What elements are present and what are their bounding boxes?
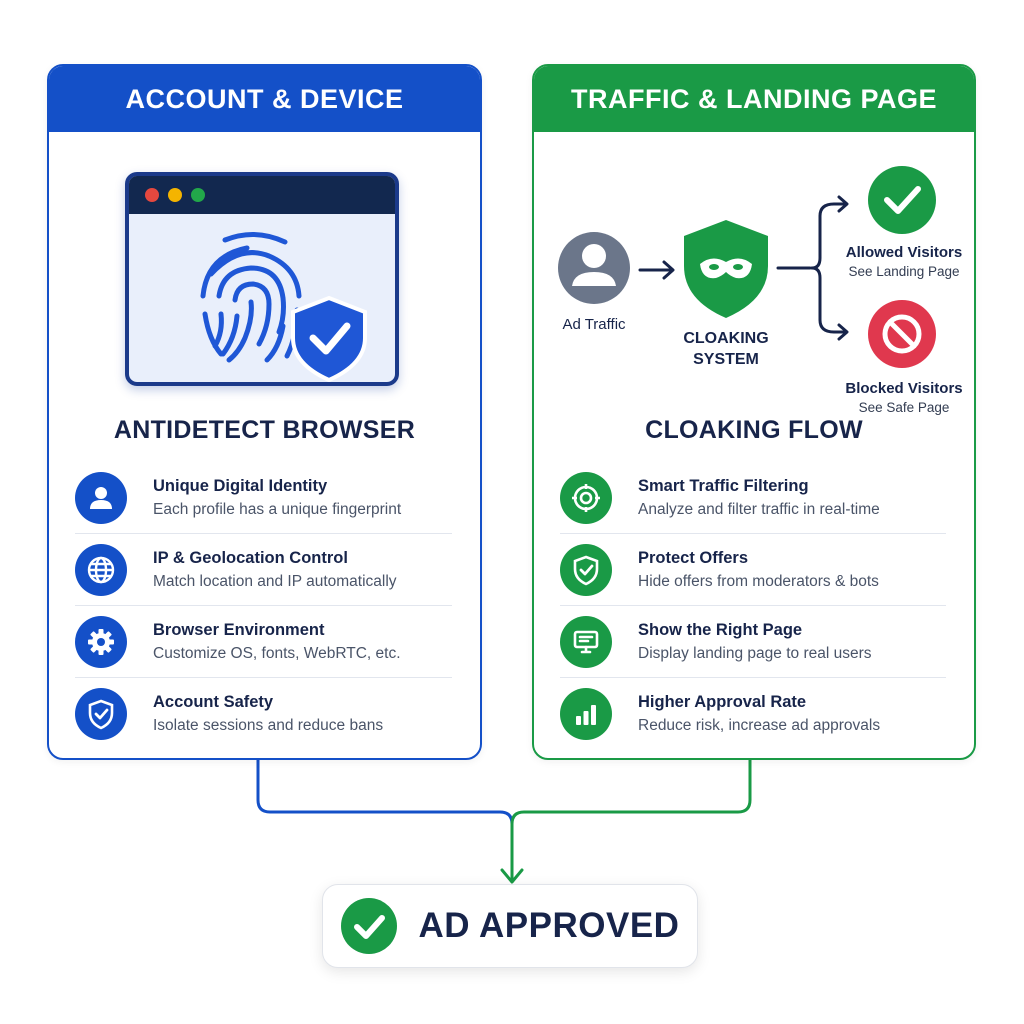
cloaking-system-line2: SYSTEM	[693, 351, 759, 368]
blocked-title: Blocked Visitors	[845, 380, 963, 397]
blocked-visitors-label: Blocked Visitors See Safe Page	[830, 380, 974, 415]
panel-header: TRAFFIC & LANDING PAGE	[534, 66, 974, 132]
section-title: CLOAKING FLOW	[645, 416, 863, 444]
panel-header: ACCOUNT & DEVICE	[49, 66, 480, 132]
minimize-dot-icon	[168, 188, 182, 202]
maximize-dot-icon	[191, 188, 205, 202]
fingerprint-icon	[200, 232, 367, 382]
feature-desc: Each profile has a unique fingerprint	[153, 500, 402, 518]
feature-desc: Analyze and filter traffic in real-time	[638, 500, 880, 518]
blocked-icon	[868, 300, 936, 368]
feature-title: Higher Approval Rate	[638, 693, 807, 711]
check-circle-icon	[340, 898, 397, 954]
feature-unique-identity: Unique Digital Identity Each profile has…	[75, 462, 452, 534]
shield-check-icon	[75, 688, 127, 740]
account-device-panel: ACCOUNT & DEVICE	[47, 64, 482, 760]
browser-illustration	[125, 172, 399, 386]
cloaking-flow-diagram	[558, 166, 936, 368]
browser-body	[129, 214, 395, 382]
user-icon	[75, 471, 127, 524]
shield-check-icon	[560, 543, 612, 596]
bar-chart-icon	[560, 688, 612, 740]
monitor-icon	[560, 615, 612, 668]
feature-desc: Isolate sessions and reduce bans	[153, 717, 384, 734]
cloaking-system-line1: CLOAKING	[683, 330, 769, 347]
arrow-right-icon	[638, 260, 675, 280]
traffic-landing-panel: TRAFFIC & LANDING PAGE	[532, 64, 976, 760]
branch-arrows	[776, 195, 849, 341]
feature-title: Show the Right Page	[638, 620, 803, 639]
blocked-sub: See Safe Page	[858, 400, 950, 415]
globe-icon	[75, 543, 127, 596]
feature-right-page: Show the Right Page Display landing page…	[560, 606, 946, 678]
allowed-check-icon	[868, 166, 936, 234]
gear-icon	[75, 615, 127, 668]
feature-title: Account Safety	[153, 693, 274, 711]
feature-title: Browser Environment	[153, 620, 325, 639]
feature-ip-geolocation: IP & Geolocation Control Match location …	[75, 534, 452, 606]
section-title: ANTIDETECT BROWSER	[113, 416, 416, 444]
browser-titlebar	[129, 176, 395, 214]
feature-desc: Match location and IP automatically	[153, 572, 397, 590]
feature-smart-filtering: Smart Traffic Filtering Analyze and filt…	[560, 462, 946, 534]
feature-desc: Display landing page to real users	[638, 644, 872, 662]
ad-approved-badge: AD APPROVED	[322, 884, 698, 968]
feature-title: Smart Traffic Filtering	[638, 476, 809, 495]
feature-desc: Reduce risk, increase ad approvals	[638, 717, 881, 734]
allowed-sub: See Landing Page	[848, 264, 960, 279]
cloaking-system-label: CLOAKING SYSTEM	[664, 328, 788, 370]
ad-traffic-label: Ad Traffic	[562, 316, 626, 333]
feature-protect-offers: Protect Offers Hide offers from moderato…	[560, 534, 946, 606]
feature-desc: Customize OS, fonts, WebRTC, etc.	[153, 644, 401, 662]
allowed-title: Allowed Visitors	[845, 244, 963, 261]
feature-account-safety: Account Safety Isolate sessions and redu…	[75, 678, 452, 750]
feature-title: Unique Digital Identity	[153, 476, 328, 495]
allowed-visitors-label: Allowed Visitors See Landing Page	[830, 244, 974, 279]
target-icon	[560, 471, 612, 524]
ad-traffic-user-icon	[558, 232, 630, 304]
close-dot-icon	[145, 188, 159, 202]
feature-approval-rate: Higher Approval Rate Reduce risk, increa…	[560, 678, 946, 750]
feature-desc: Hide offers from moderators & bots	[638, 572, 879, 590]
feature-browser-environment: Browser Environment Customize OS, fonts,…	[75, 606, 452, 678]
feature-title: Protect Offers	[638, 548, 749, 567]
feature-title: IP & Geolocation Control	[153, 548, 348, 567]
cloaking-shield-icon	[684, 220, 768, 318]
ad-approved-label: AD APPROVED	[418, 906, 680, 945]
